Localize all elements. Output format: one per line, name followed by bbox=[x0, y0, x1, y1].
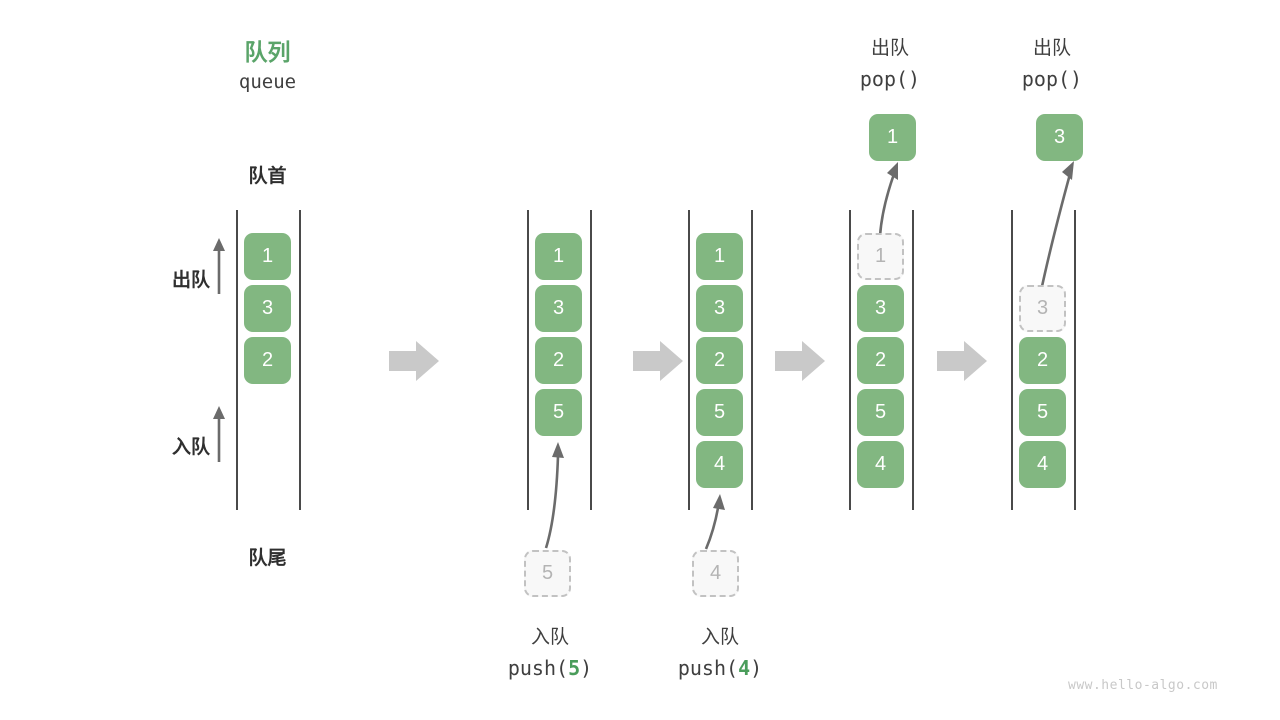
queue-cell: 1 bbox=[696, 233, 743, 280]
diagram-title-cn: 队列 bbox=[244, 39, 291, 65]
caption-push-4-cn: 入队 bbox=[700, 627, 739, 648]
queue-cell-ghost-incoming: 5 bbox=[524, 550, 571, 597]
code-suffix: ) bbox=[580, 656, 593, 680]
queue-cell: 2 bbox=[244, 337, 291, 384]
step-arrow-right-icon bbox=[937, 341, 987, 381]
queue-rail-left-1 bbox=[236, 210, 238, 510]
queue-cell: 5 bbox=[696, 389, 743, 436]
queue-rail-left-4 bbox=[849, 210, 851, 510]
pop-arrow-icon bbox=[878, 162, 898, 237]
queue-cell: 5 bbox=[1019, 389, 1066, 436]
queue-cell: 4 bbox=[1019, 441, 1066, 488]
code-prefix: push( bbox=[677, 656, 739, 680]
queue-cell-ghost-incoming: 4 bbox=[692, 550, 739, 597]
step-arrow-right-icon bbox=[775, 341, 825, 381]
caption-pop-1-code: pop() bbox=[859, 67, 921, 91]
step-arrow-right-icon bbox=[633, 341, 683, 381]
queue-cell: 2 bbox=[1019, 337, 1066, 384]
caption-pop-3-cn: 出队 bbox=[1032, 38, 1071, 59]
queue-cell-popped: 1 bbox=[869, 114, 916, 161]
queue-cell-new: 4 bbox=[696, 441, 743, 488]
queue-cell: 3 bbox=[535, 285, 582, 332]
caption-pop-3-code: pop() bbox=[1021, 67, 1083, 91]
code-arg: 4 bbox=[738, 656, 751, 680]
queue-cell: 3 bbox=[857, 285, 904, 332]
queue-cell: 4 bbox=[857, 441, 904, 488]
queue-cell: 1 bbox=[244, 233, 291, 280]
label-queue-rear: 队尾 bbox=[248, 548, 287, 569]
label-dequeue: 出队 bbox=[171, 270, 210, 291]
enqueue-direction-arrow-icon bbox=[213, 406, 225, 462]
queue-cell: 2 bbox=[857, 337, 904, 384]
queue-rail-right-5 bbox=[1074, 210, 1076, 510]
queue-cell-new: 5 bbox=[535, 389, 582, 436]
diagram-title-en: queue bbox=[238, 71, 297, 93]
queue-cell: 3 bbox=[244, 285, 291, 332]
push-arrow-icon bbox=[544, 442, 564, 549]
queue-cell-popped: 3 bbox=[1036, 114, 1083, 161]
queue-rail-left-3 bbox=[688, 210, 690, 510]
code-arg: 5 bbox=[568, 656, 581, 680]
queue-cell: 5 bbox=[857, 389, 904, 436]
caption-push-5-code: push(5) bbox=[470, 656, 630, 680]
watermark: www.hello-algo.com bbox=[1068, 678, 1218, 693]
queue-cell: 3 bbox=[696, 285, 743, 332]
step-arrow-right-icon bbox=[389, 341, 439, 381]
queue-cell: 2 bbox=[535, 337, 582, 384]
queue-rail-left-5 bbox=[1011, 210, 1013, 510]
dequeue-direction-arrow-icon bbox=[213, 238, 225, 294]
caption-pop-1-cn: 出队 bbox=[870, 38, 909, 59]
queue-cell-ghost-outgoing: 3 bbox=[1019, 285, 1066, 332]
label-enqueue: 入队 bbox=[171, 437, 210, 458]
queue-rail-right-3 bbox=[751, 210, 753, 510]
queue-rail-left-2 bbox=[527, 210, 529, 510]
code-suffix: ) bbox=[750, 656, 763, 680]
code-prefix: push( bbox=[507, 656, 569, 680]
caption-push-4-code: push(4) bbox=[640, 656, 800, 680]
queue-cell: 2 bbox=[696, 337, 743, 384]
queue-rail-right-1 bbox=[299, 210, 301, 510]
label-queue-front: 队首 bbox=[248, 166, 287, 187]
caption-push-5-cn: 入队 bbox=[530, 627, 569, 648]
queue-cell-ghost-outgoing: 1 bbox=[857, 233, 904, 280]
queue-cell: 1 bbox=[535, 233, 582, 280]
queue-rail-right-2 bbox=[590, 210, 592, 510]
queue-rail-right-4 bbox=[912, 210, 914, 510]
push-arrow-icon bbox=[704, 494, 725, 550]
pop-arrow-icon bbox=[1039, 161, 1074, 292]
